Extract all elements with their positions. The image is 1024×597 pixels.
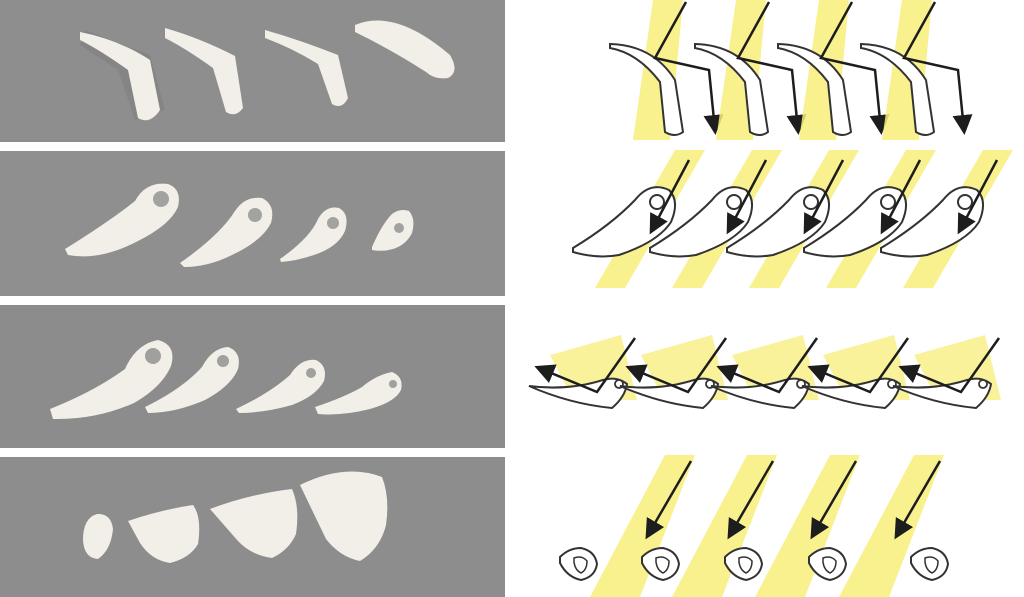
photo-row-1 [0, 0, 505, 142]
diagram-2-unit-3 [726, 150, 859, 288]
photo-2-object-1 [65, 183, 179, 257]
photo-4-object-4 [300, 471, 388, 561]
photo-row-4-image [0, 457, 505, 597]
diagram-4-unit-1 [559, 455, 695, 597]
photo-4-object-1 [83, 513, 113, 559]
diagram-2-unit-1 [572, 150, 705, 288]
photo-1-object-4 [355, 20, 455, 79]
photo-row-1-image [0, 0, 505, 142]
photo-1-object-3 [265, 30, 348, 106]
photo-4-object-3 [210, 489, 298, 558]
diagram-1-unit-2 [694, 0, 807, 140]
diagram-2-unit-2 [649, 150, 782, 288]
photo-row-4 [0, 457, 505, 597]
diagram-3-unit-4 [801, 335, 910, 410]
photo-2-object-4 [372, 210, 414, 251]
photo-row-2 [0, 151, 505, 296]
photo-row-3-image [0, 305, 505, 448]
photo-2-object-2 [180, 197, 273, 267]
photo-3-object-1 [50, 340, 173, 420]
photo-3-object-2 [145, 347, 239, 413]
diagram-3-unit-1 [528, 335, 637, 410]
photo-1-object-1 [80, 30, 165, 121]
photo-4-object-2 [128, 505, 200, 563]
diagram-3-unit-5 [892, 335, 1001, 410]
diagram-row-2-svg [572, 150, 1013, 288]
diagram-2-unit-5 [880, 150, 1013, 288]
diagram-row-1-svg [609, 0, 973, 140]
diagram-1-unit-4 [860, 0, 973, 140]
photo-1-object-2 [165, 28, 243, 115]
diagram-3-unit-3 [710, 335, 819, 410]
diagram-1-unit-3 [777, 0, 890, 140]
diagram-2-unit-4 [803, 150, 936, 288]
photo-2-object-3 [280, 207, 347, 262]
diagram-row-4 [515, 445, 1024, 597]
photo-row-3 [0, 305, 505, 448]
diagram-4-unit-3 [724, 455, 860, 597]
diagram-row-4-svg [559, 455, 950, 597]
photo-row-2-image [0, 151, 505, 296]
diagram-4-unit-5 [910, 546, 950, 582]
diagram-row-2 [515, 150, 1024, 300]
diagram-3-unit-2 [619, 335, 728, 410]
diagram-row-3 [515, 300, 1024, 445]
diagram-4-unit-2 [641, 455, 777, 597]
diagram-row-3-svg [528, 335, 1001, 410]
diagram-4-unit-4 [808, 455, 944, 597]
photo-3-object-4 [315, 372, 402, 415]
diagram-1-unit-1 [609, 0, 724, 140]
photo-3-object-3 [236, 359, 325, 413]
diagram-row-1 [515, 0, 1024, 150]
